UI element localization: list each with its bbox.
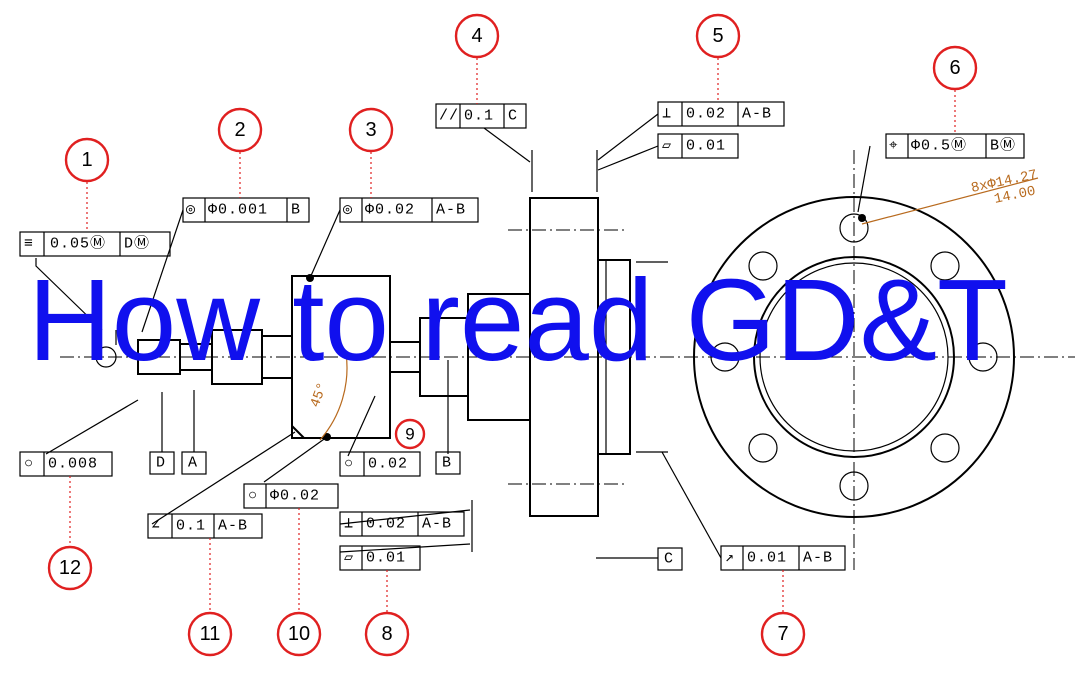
svg-text:10: 10 xyxy=(288,623,310,645)
callout-6: 6 xyxy=(932,45,978,91)
fcf-4: // 0.1 C xyxy=(435,103,527,129)
svg-text:∠: ∠ xyxy=(151,518,161,535)
callout-7: 7 xyxy=(760,611,806,657)
svg-text:Φ0.5Ⓜ: Φ0.5Ⓜ xyxy=(911,137,967,155)
fcf-12: ○ 0.008 xyxy=(19,451,113,477)
callout-3: 3 xyxy=(348,107,394,153)
svg-text:↗: ↗ xyxy=(725,550,735,567)
svg-text:0.01: 0.01 xyxy=(747,550,787,567)
svg-text:0.02: 0.02 xyxy=(366,516,406,533)
fcf-6: ⌖ Φ0.5Ⓜ BⓂ xyxy=(885,133,1025,159)
svg-text:A: A xyxy=(188,455,198,472)
fcf-3: ◎ Φ0.02 A-B xyxy=(339,197,479,223)
callout-1: 1 xyxy=(64,137,110,183)
svg-text:⌖: ⌖ xyxy=(889,138,898,155)
svg-text:C: C xyxy=(508,108,518,125)
svg-text:Φ0.02: Φ0.02 xyxy=(270,488,320,505)
svg-text:○: ○ xyxy=(344,456,354,473)
svg-text:0.01: 0.01 xyxy=(366,550,406,567)
svg-text:▱: ▱ xyxy=(662,138,672,155)
shaft-side-view xyxy=(95,150,668,552)
fcf-9: ○ 0.02 xyxy=(339,451,421,477)
svg-text:0.1: 0.1 xyxy=(176,518,206,535)
svg-text:DⓂ: DⓂ xyxy=(124,235,150,253)
callout-11: 11 xyxy=(187,611,233,657)
fcf-2: ◎ Φ0.001 B xyxy=(182,197,310,223)
angle-arc xyxy=(319,352,348,441)
callout-2: 2 xyxy=(217,107,263,153)
svg-text:0.02: 0.02 xyxy=(368,456,408,473)
svg-text:A-B: A-B xyxy=(742,106,772,123)
fcf-7: ↗ 0.01 A-B xyxy=(720,545,846,571)
svg-text:BⓂ: BⓂ xyxy=(990,137,1016,155)
svg-text:≡: ≡ xyxy=(24,236,34,253)
svg-text:7: 7 xyxy=(777,623,788,645)
svg-text:12: 12 xyxy=(59,557,81,579)
svg-text:9: 9 xyxy=(405,425,414,444)
svg-text:1: 1 xyxy=(81,149,92,171)
svg-text:0.02: 0.02 xyxy=(686,106,726,123)
callout-9: 9 xyxy=(394,418,426,450)
svg-text:0.1: 0.1 xyxy=(464,108,494,125)
svg-text:A-B: A-B xyxy=(803,550,833,567)
svg-text://: // xyxy=(439,108,459,125)
svg-text:⊥: ⊥ xyxy=(662,106,672,123)
svg-text:3: 3 xyxy=(365,119,376,141)
svg-text:◎: ◎ xyxy=(186,202,196,219)
svg-text:6: 6 xyxy=(949,57,960,79)
svg-text:B: B xyxy=(442,455,452,472)
svg-text:Φ0.001: Φ0.001 xyxy=(208,202,268,219)
holes-leader xyxy=(861,177,1039,225)
svg-text:○: ○ xyxy=(24,456,34,473)
svg-text:0.05Ⓜ: 0.05Ⓜ xyxy=(50,235,106,253)
svg-text:○: ○ xyxy=(248,488,258,505)
svg-text:A-B: A-B xyxy=(436,202,466,219)
datum-d: D xyxy=(149,392,175,475)
fcf-5a: ⊥ 0.02 A-B xyxy=(657,101,785,127)
svg-text:4: 4 xyxy=(471,25,482,47)
fcf-5b: ▱ 0.01 xyxy=(657,133,739,159)
flange-front-view xyxy=(693,150,1015,570)
svg-text:5: 5 xyxy=(712,25,723,47)
fcf-11: ∠ 0.1 A-B xyxy=(147,513,263,539)
svg-text:0.01: 0.01 xyxy=(686,138,726,155)
svg-text:⊥: ⊥ xyxy=(344,516,354,533)
svg-text:◎: ◎ xyxy=(343,202,353,219)
svg-text:Φ0.02: Φ0.02 xyxy=(365,202,415,219)
svg-text:D: D xyxy=(156,455,166,472)
svg-text:A-B: A-B xyxy=(422,516,452,533)
svg-text:C: C xyxy=(664,551,674,568)
callout-5: 5 xyxy=(695,13,741,59)
callout-10: 10 xyxy=(276,611,322,657)
svg-text:8: 8 xyxy=(381,623,392,645)
svg-text:2: 2 xyxy=(234,119,245,141)
fcf-8a: ⊥ 0.02 A-B xyxy=(339,511,465,537)
callout-4: 4 xyxy=(454,13,500,59)
datum-b: B xyxy=(435,451,461,475)
svg-text:11: 11 xyxy=(200,623,221,645)
svg-text:0.008: 0.008 xyxy=(48,456,98,473)
callout-12: 12 xyxy=(47,545,93,591)
svg-text:▱: ▱ xyxy=(344,550,354,567)
datum-a: A xyxy=(181,390,207,475)
fcf-1: ≡ 0.05Ⓜ DⓂ xyxy=(19,231,171,257)
callout-connectors xyxy=(69,58,956,612)
fcf-10: ○ Φ0.02 xyxy=(243,483,339,509)
svg-text:A-B: A-B xyxy=(218,518,248,535)
fcf-8b: ▱ 0.01 xyxy=(339,545,421,571)
datum-c: C xyxy=(657,547,683,571)
page-title: How to read GD&T xyxy=(28,255,1008,385)
svg-text:B: B xyxy=(291,202,301,219)
callout-8: 8 xyxy=(364,611,410,657)
